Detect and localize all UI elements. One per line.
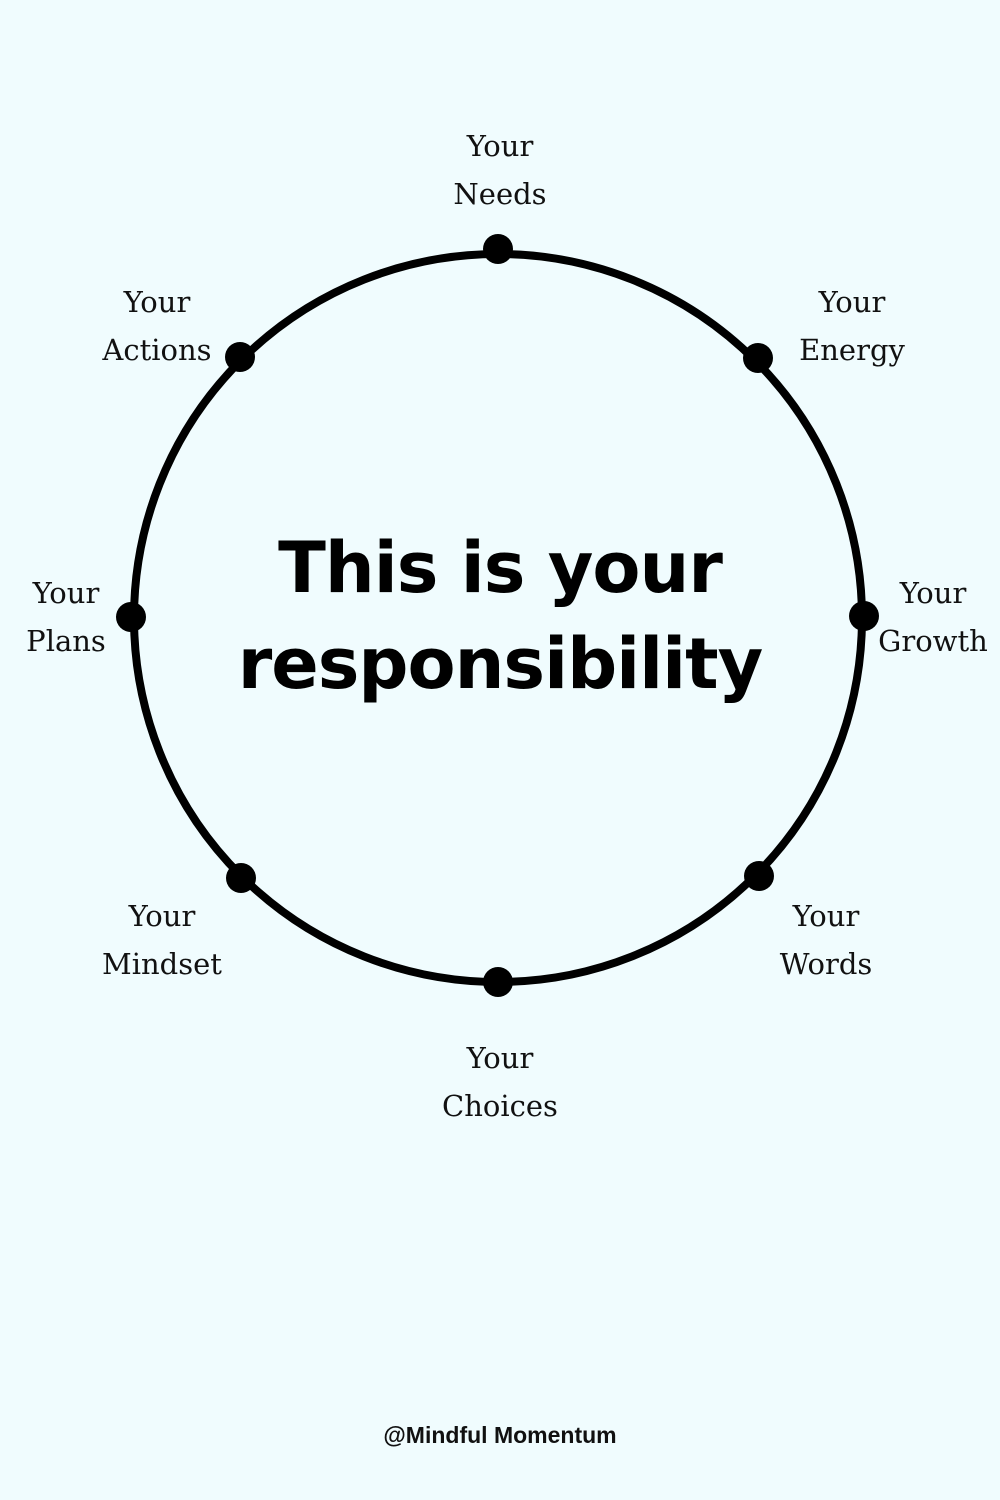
- dot-mindset: [226, 863, 256, 893]
- dot-growth: [849, 601, 879, 631]
- dot-choices: [483, 967, 513, 997]
- title-line-2: responsibility: [237, 623, 764, 705]
- dot-energy: [743, 343, 773, 373]
- dot-needs: [483, 234, 513, 264]
- dot-plans: [116, 602, 146, 632]
- title-line-1: This is your: [278, 527, 723, 609]
- dot-actions: [225, 342, 255, 372]
- center-title: This is your responsibility: [0, 520, 1000, 712]
- footer-handle: @Mindful Momentum: [383, 1422, 617, 1448]
- dot-words: [744, 861, 774, 891]
